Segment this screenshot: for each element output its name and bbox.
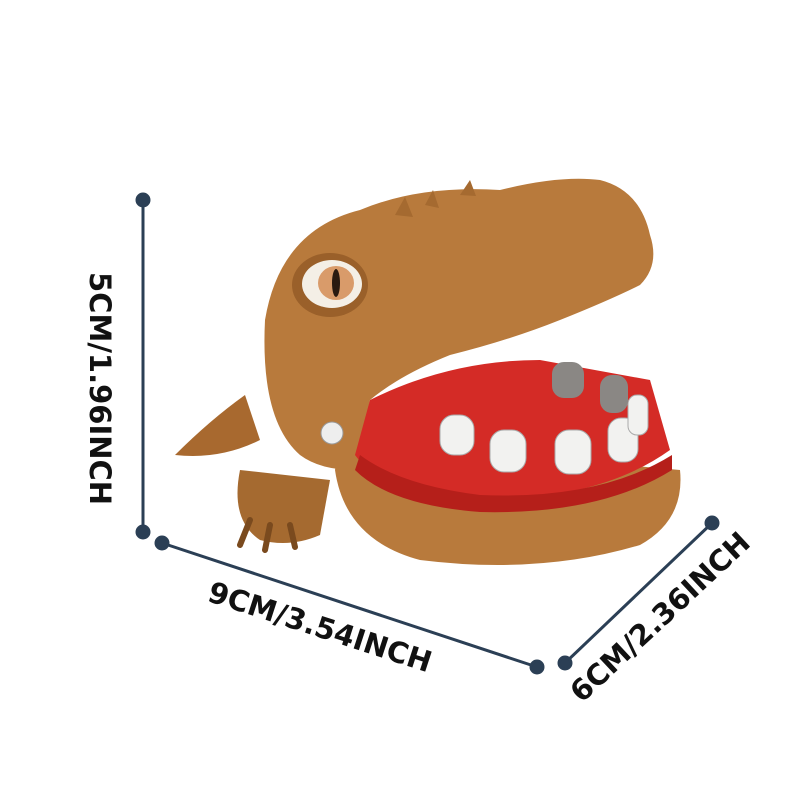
length-line-dot-right bbox=[529, 659, 545, 675]
height-line-dot-bottom bbox=[135, 524, 151, 540]
width-line-dot-top bbox=[704, 515, 720, 531]
length-line bbox=[161, 541, 538, 669]
height-line-dot-top bbox=[135, 192, 151, 208]
dimension-lines bbox=[135, 192, 720, 675]
dinosaur-mouth bbox=[355, 360, 672, 513]
width-line bbox=[563, 521, 714, 665]
length-line-dot-left bbox=[154, 535, 170, 551]
height-label: 5CM/1.96INCH bbox=[83, 272, 117, 506]
width-line-dot-bottom bbox=[557, 655, 573, 671]
